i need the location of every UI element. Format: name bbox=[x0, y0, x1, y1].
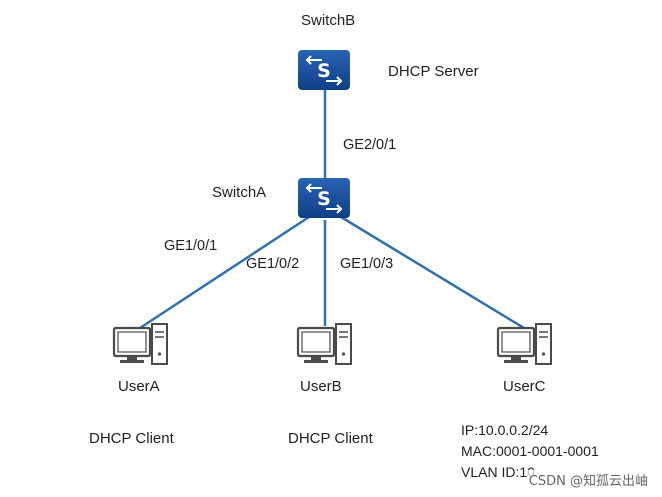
userC-ip: IP:10.0.0.2/24 bbox=[461, 422, 549, 438]
userA-role: DHCP Client bbox=[89, 430, 174, 447]
userC-vlan: VLAN ID:10 bbox=[461, 464, 535, 480]
userB-role: DHCP Client bbox=[288, 430, 373, 447]
userC-port-label: GE1/0/3 bbox=[340, 256, 394, 272]
userC-pc-icon bbox=[496, 322, 553, 366]
userC-mac: MAC:0001-0001-0001 bbox=[461, 443, 599, 459]
userA-name: UserA bbox=[118, 378, 160, 395]
userC-info: IP:10.0.0.2/24 MAC:0001-0001-0001 VLAN I… bbox=[461, 420, 599, 483]
uplink-port-label: GE2/0/1 bbox=[343, 137, 397, 153]
switchA-name: SwitchA bbox=[212, 184, 267, 201]
userC-name: UserC bbox=[503, 378, 546, 395]
switchA-icon bbox=[297, 177, 351, 219]
userB-name: UserB bbox=[300, 378, 342, 395]
link-switchA-userA bbox=[139, 215, 310, 330]
userA-pc-icon bbox=[112, 322, 169, 366]
userB-port-label: GE1/0/2 bbox=[246, 256, 300, 272]
userA-port-label: GE1/0/1 bbox=[164, 238, 218, 254]
switchB-icon bbox=[297, 49, 351, 91]
userB-pc-icon bbox=[296, 322, 353, 366]
link-switchA-userC bbox=[340, 215, 525, 330]
switchB-role: DHCP Server bbox=[388, 63, 479, 80]
switchB-name: SwitchB bbox=[301, 12, 356, 29]
watermark: CSDN @知孤云出岫 bbox=[526, 470, 650, 489]
